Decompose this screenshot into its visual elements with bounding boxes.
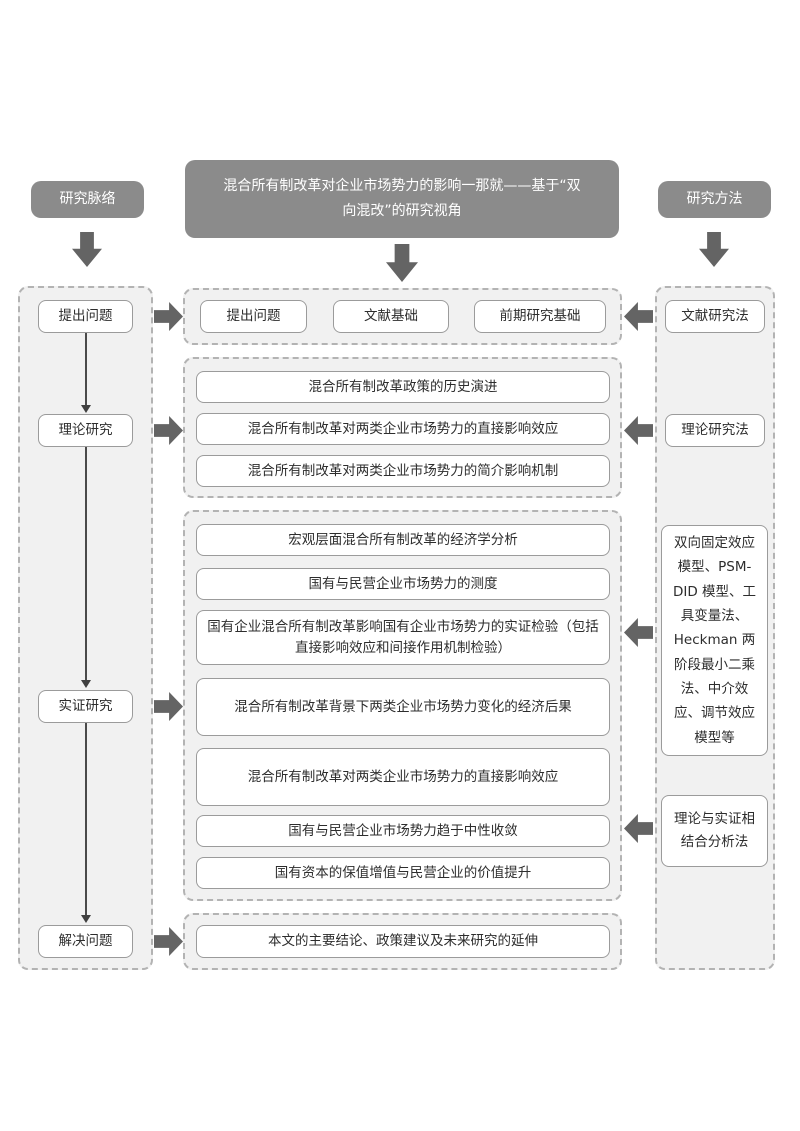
arrow-right-icon — [154, 416, 183, 445]
center-box-direct-effect-theory: 混合所有制改革对两类企业市场势力的直接影响效应 — [196, 413, 610, 445]
arrow-down-icon — [386, 244, 418, 282]
center-box-direct-effect-empirical: 混合所有制改革对两类企业市场势力的直接影响效应 — [196, 748, 610, 806]
left-node-theoretical-research: 理论研究 — [38, 414, 133, 447]
arrow-down-icon — [699, 232, 729, 267]
arrow-right-icon — [154, 302, 183, 331]
arrow-right-icon — [154, 692, 183, 721]
left-node-solve-problem: 解决问题 — [38, 925, 133, 958]
connector-line — [85, 333, 87, 406]
arrow-down-icon — [72, 232, 102, 267]
center-box-prior-research-basis: 前期研究基础 — [474, 300, 606, 333]
center-box-macro-analysis: 宏观层面混合所有制改革的经济学分析 — [196, 524, 610, 556]
arrowhead-down-icon — [81, 405, 91, 413]
left-column-header: 研究脉络 — [31, 181, 144, 218]
center-box-literature-basis: 文献基础 — [333, 300, 449, 333]
center-box-empirical-test: 国有企业混合所有制改革影响国有企业市场势力的实证检验（包括直接影响效应和间接作用… — [196, 610, 610, 665]
left-node-empirical-research: 实证研究 — [38, 690, 133, 723]
arrow-left-icon — [624, 618, 653, 647]
arrow-left-icon — [624, 416, 653, 445]
arrow-left-icon — [624, 814, 653, 843]
center-box-conclusions: 本文的主要结论、政策建议及未来研究的延伸 — [196, 925, 610, 958]
center-box-mechanism-theory: 混合所有制改革对两类企业市场势力的简介影响机制 — [196, 455, 610, 487]
center-box-economic-consequences: 混合所有制改革背景下两类企业市场势力变化的经济后果 — [196, 678, 610, 736]
center-box-policy-history: 混合所有制改革政策的历史演进 — [196, 371, 610, 403]
center-box-raise-question: 提出问题 — [200, 300, 307, 333]
arrowhead-down-icon — [81, 680, 91, 688]
right-node-literature-method: 文献研究法 — [665, 300, 765, 333]
center-box-neutral-convergence: 国有与民营企业市场势力趋于中性收敛 — [196, 815, 610, 847]
right-column-header: 研究方法 — [658, 181, 771, 218]
connector-line — [85, 723, 87, 916]
diagram-title: 混合所有制改革对企业市场势力的影响一那就——基于“双向混改”的研究视角 — [185, 160, 619, 238]
right-node-combined-analysis-method: 理论与实证相结合分析法 — [661, 795, 768, 867]
arrow-right-icon — [154, 927, 183, 956]
right-node-econometric-models: 双向固定效应模型、PSM-DID 模型、工具变量法、Heckman 两阶段最小二… — [661, 525, 768, 756]
left-node-raise-question: 提出问题 — [38, 300, 133, 333]
right-node-theoretical-method: 理论研究法 — [665, 414, 765, 447]
center-box-value-enhancement: 国有资本的保值增值与民营企业的价值提升 — [196, 857, 610, 889]
arrowhead-down-icon — [81, 915, 91, 923]
connector-line — [85, 447, 87, 681]
center-box-market-power-measure: 国有与民营企业市场势力的测度 — [196, 568, 610, 600]
arrow-left-icon — [624, 302, 653, 331]
